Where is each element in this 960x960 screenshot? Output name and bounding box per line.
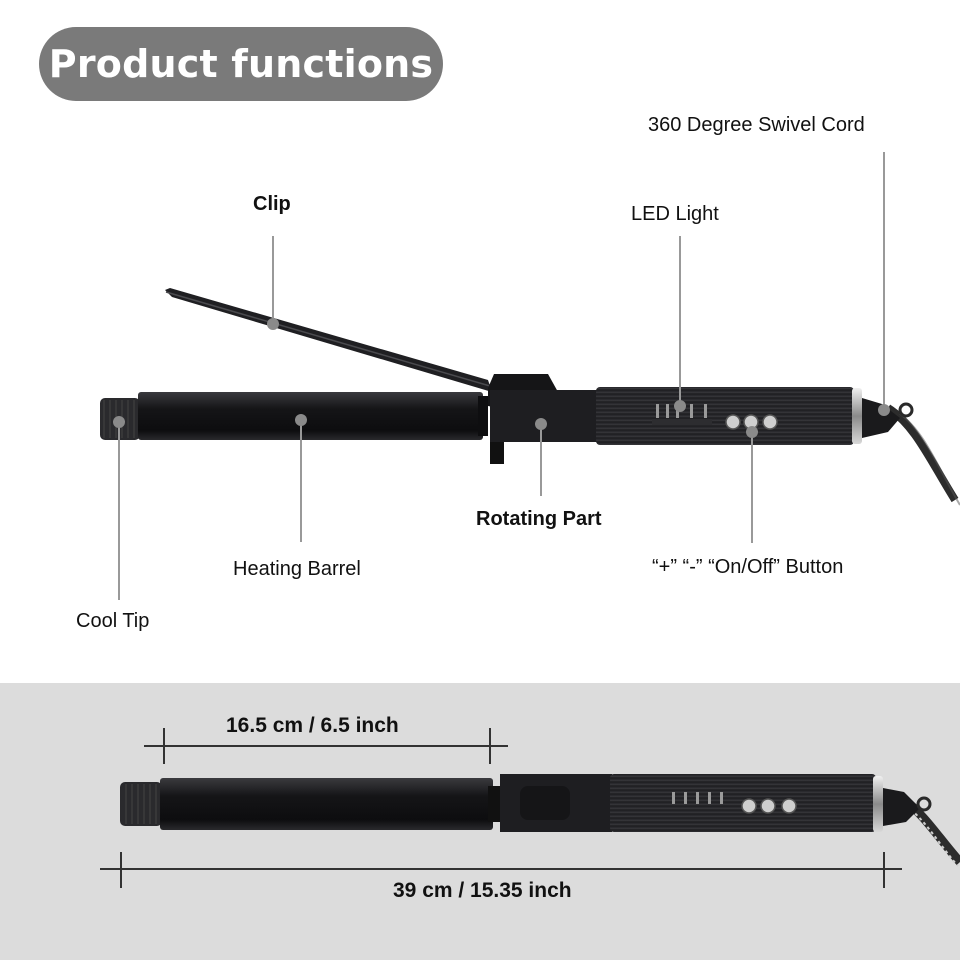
power-cord [885, 404, 959, 503]
swivel-joint [862, 398, 900, 438]
cool-tip-label: Cool Tip [76, 610, 150, 632]
plus-button-icon [725, 414, 741, 430]
led-light-label: LED Light [631, 203, 719, 225]
device-top [100, 288, 960, 506]
page-title: Product functions [39, 27, 443, 101]
buttons-label: “+” “-” “On/Off” Button [652, 556, 844, 578]
swivel-cord-label: 360 Degree Swivel Cord [648, 114, 865, 136]
dimension-lines [100, 728, 902, 888]
callout-lines [118, 152, 885, 600]
total-length-label: 39 cm / 15.35 inch [393, 879, 572, 902]
callout-dots [113, 318, 890, 438]
control-buttons [725, 414, 778, 430]
barrel-length-label: 16.5 cm / 6.5 inch [226, 714, 399, 737]
clip-lever [165, 288, 492, 392]
heating-barrel-label: Heating Barrel [233, 558, 361, 580]
power-button-icon [762, 414, 778, 430]
device-bottom [120, 774, 960, 867]
rotating-part [490, 390, 598, 442]
heating-barrel [138, 392, 483, 440]
clip-label: Clip [253, 193, 291, 215]
handle [596, 387, 854, 445]
rotating-part-label: Rotating Part [476, 508, 602, 530]
